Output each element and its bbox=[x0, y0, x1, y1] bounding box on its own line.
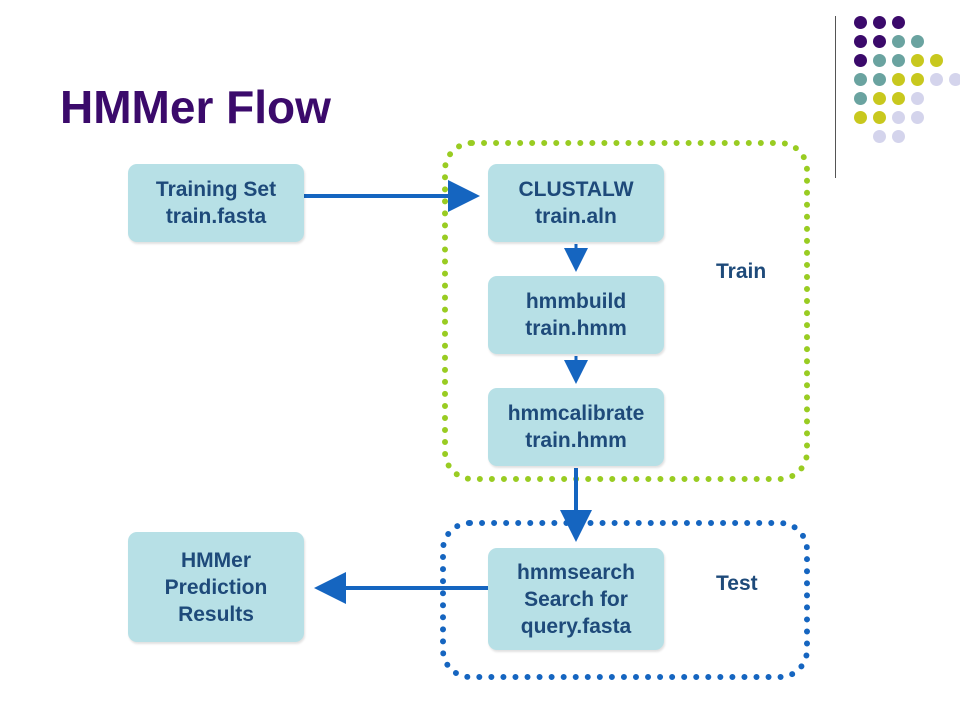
decorative-dot bbox=[873, 73, 886, 86]
decorative-dot bbox=[854, 73, 867, 86]
hmmsearch-line2: Search for bbox=[524, 587, 628, 611]
decorative-dot bbox=[911, 111, 924, 124]
decorative-dot bbox=[873, 16, 886, 29]
results-line2: Prediction bbox=[164, 575, 268, 599]
decorative-dot bbox=[873, 130, 886, 143]
decorative-dot bbox=[854, 111, 867, 124]
decorative-dot bbox=[930, 54, 943, 67]
clustalw-line2: train.aln bbox=[535, 205, 617, 228]
train-group-border bbox=[442, 140, 810, 482]
hmmsearch-line1: hmmsearch bbox=[517, 560, 635, 584]
results-node: HMMer Prediction Results bbox=[128, 532, 304, 642]
decorative-dot bbox=[892, 73, 905, 86]
decorative-dot bbox=[949, 73, 960, 86]
slide-title: HMMer Flow bbox=[60, 81, 331, 133]
decorative-dot bbox=[892, 92, 905, 105]
training-set-node: Training Set train.fasta bbox=[128, 164, 304, 242]
decorative-dot bbox=[911, 92, 924, 105]
hmmcalibrate-node: hmmcalibrate train.hmm bbox=[488, 388, 664, 466]
decorative-dot bbox=[854, 54, 867, 67]
decorative-dot bbox=[911, 73, 924, 86]
test-group-border bbox=[440, 520, 810, 680]
hmmcalibrate-line2: train.hmm bbox=[525, 429, 627, 452]
decorative-dot bbox=[892, 130, 905, 143]
hmmbuild-line2: train.hmm bbox=[525, 317, 627, 340]
decorative-dot bbox=[911, 54, 924, 67]
clustalw-node: CLUSTALW train.aln bbox=[488, 164, 664, 242]
decorative-dot bbox=[854, 35, 867, 48]
hmmcalibrate-line1: hmmcalibrate bbox=[507, 402, 645, 425]
hmmbuild-line1: hmmbuild bbox=[525, 290, 627, 313]
decorative-dot bbox=[930, 73, 943, 86]
hmmsearch-node: hmmsearch Search for query.fasta bbox=[488, 548, 664, 650]
hmmbuild-node: hmmbuild train.hmm bbox=[488, 276, 664, 354]
decorative-dot bbox=[873, 111, 886, 124]
train-group-label: Train bbox=[716, 260, 767, 283]
clustalw-line1: CLUSTALW bbox=[518, 178, 634, 201]
decorative-dot bbox=[873, 92, 886, 105]
decorative-dot bbox=[892, 35, 905, 48]
decorative-dot bbox=[873, 35, 886, 48]
decorative-divider-line bbox=[835, 16, 836, 178]
training-set-line2: train.fasta bbox=[165, 205, 267, 228]
decorative-dot bbox=[911, 35, 924, 48]
hmmsearch-line3: query.fasta bbox=[520, 614, 632, 638]
training-set-line1: Training Set bbox=[155, 178, 277, 201]
decorative-dot bbox=[892, 54, 905, 67]
decorative-dot bbox=[854, 92, 867, 105]
decorative-dot bbox=[892, 111, 905, 124]
results-line3: Results bbox=[178, 602, 254, 626]
results-line1: HMMer bbox=[180, 548, 251, 572]
decorative-dot bbox=[854, 16, 867, 29]
decorative-dot bbox=[873, 54, 886, 67]
test-group-label: Test bbox=[716, 572, 758, 595]
decorative-dot bbox=[892, 16, 905, 29]
